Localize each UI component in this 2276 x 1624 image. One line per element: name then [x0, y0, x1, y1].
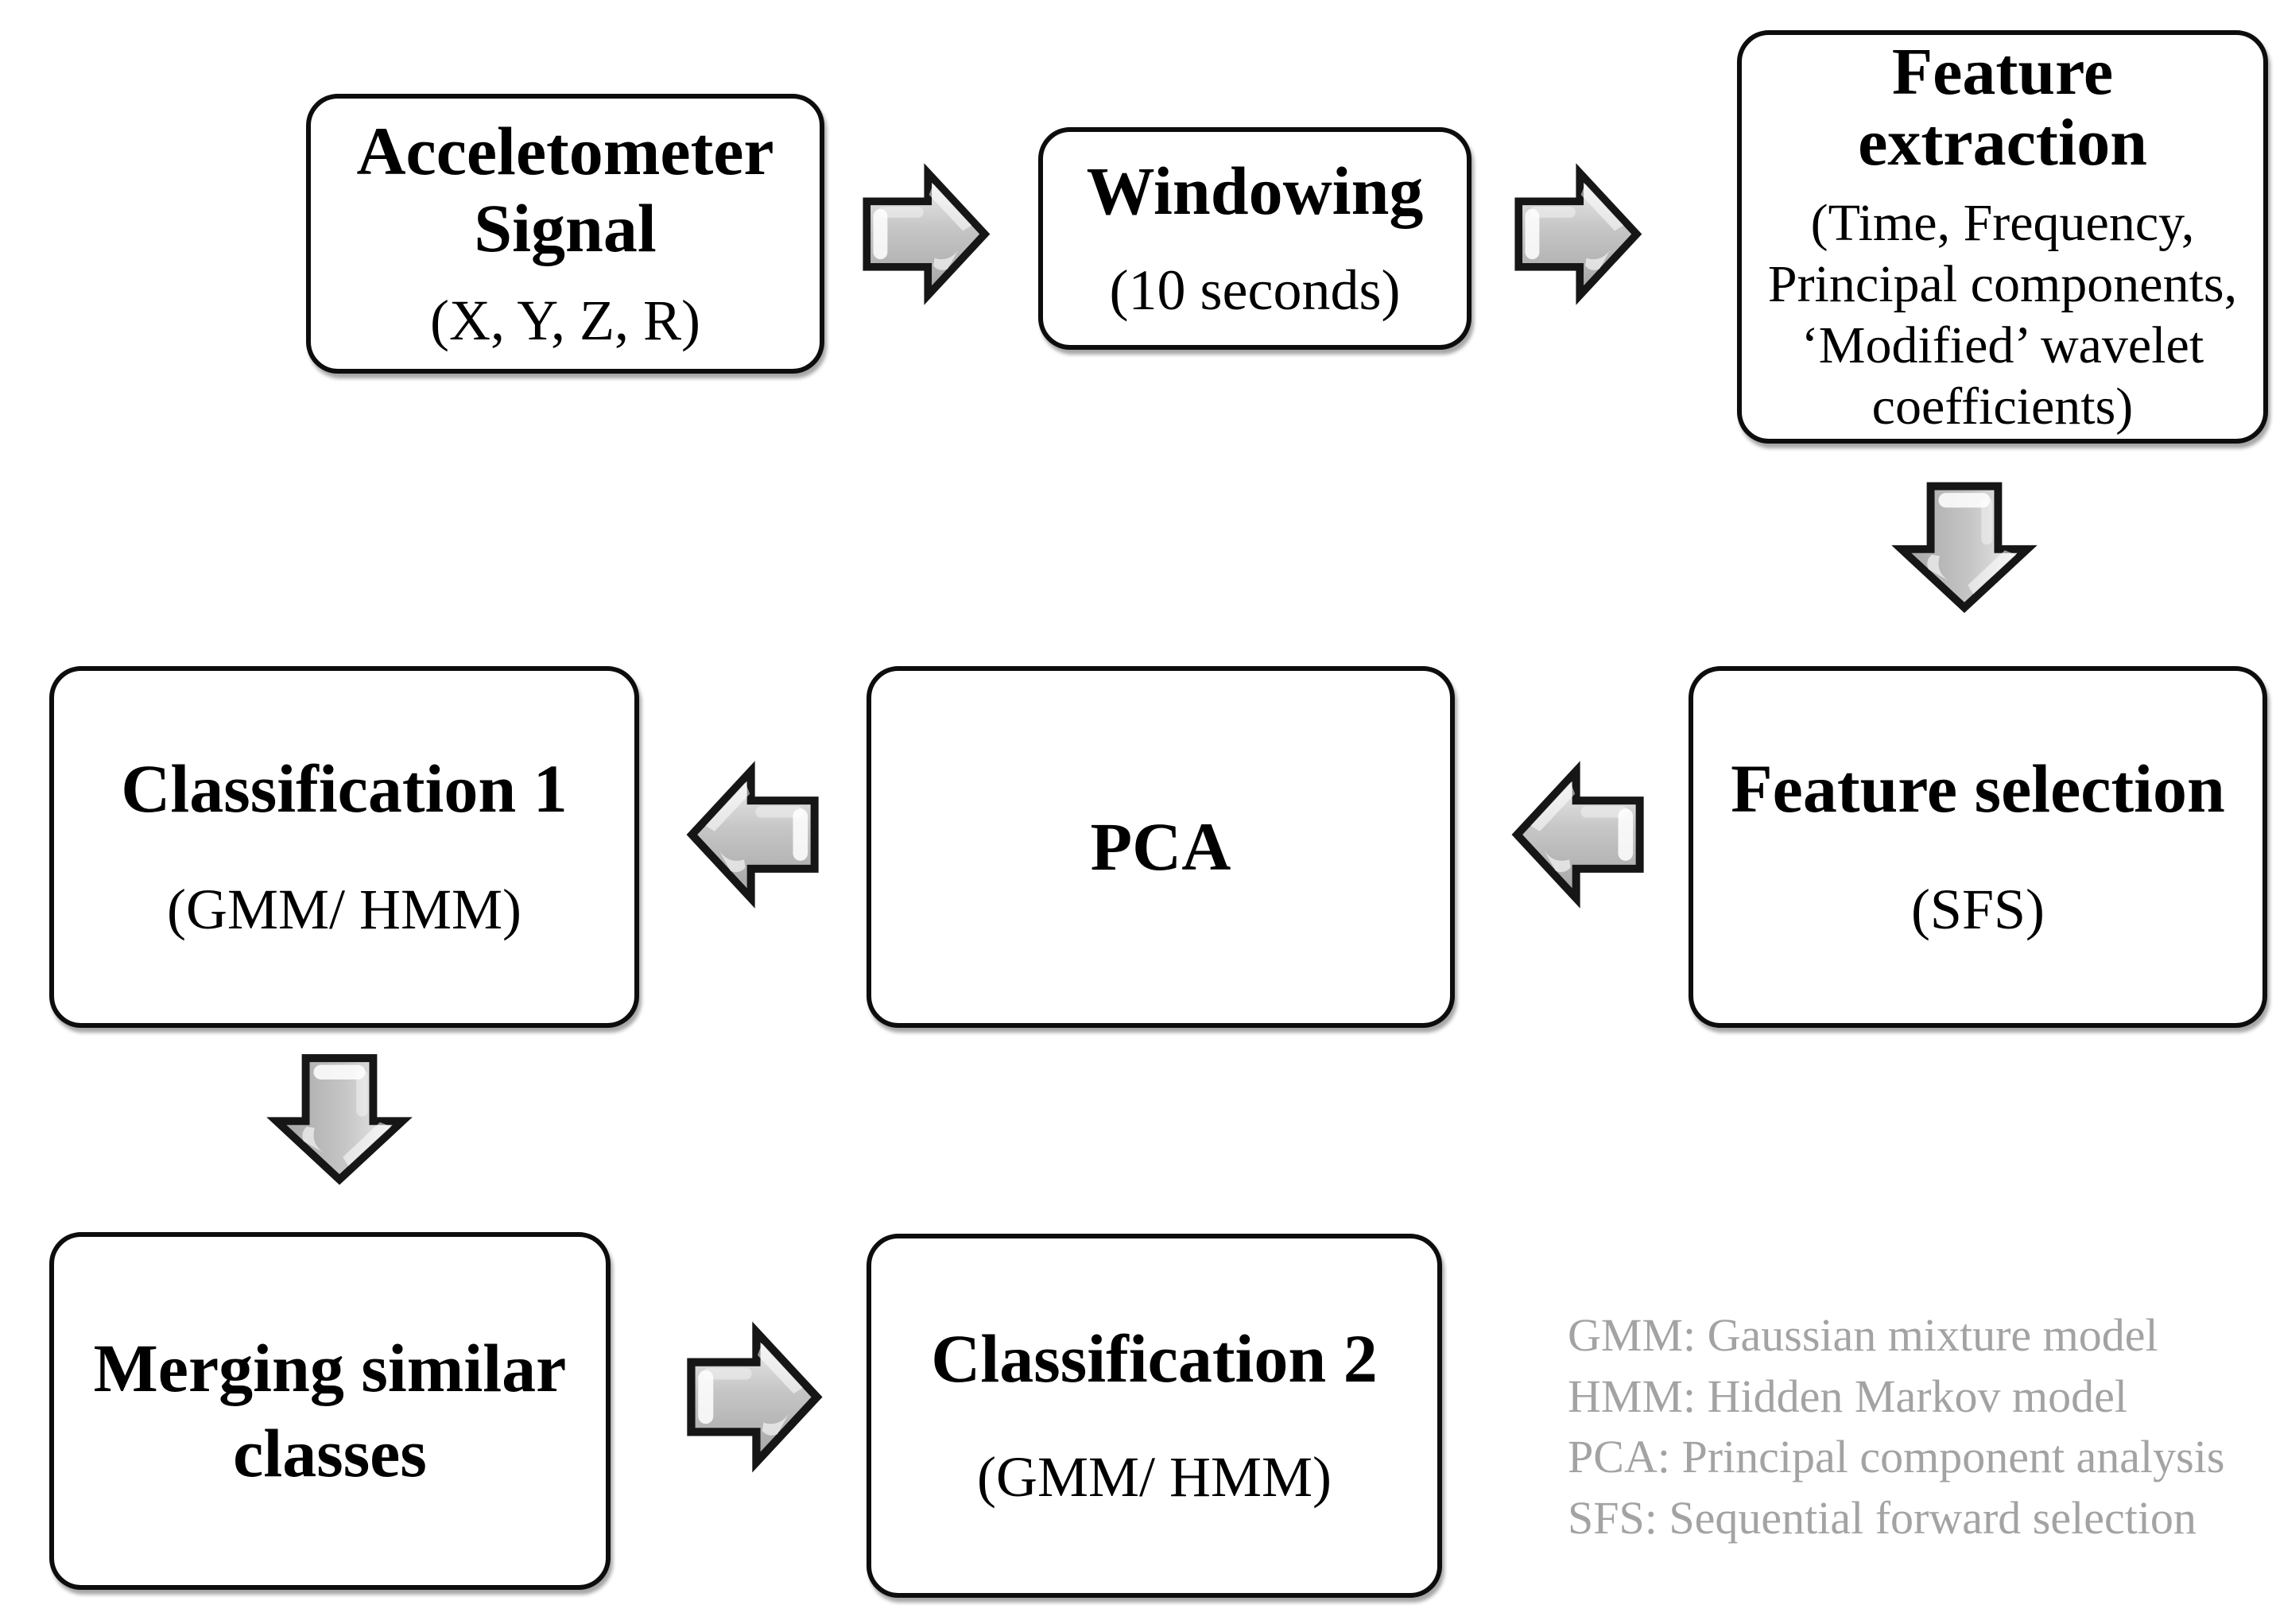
arrow-extraction-to-selection-icon — [1886, 475, 2043, 618]
node-title: Feature selection — [1731, 750, 2225, 827]
node-windowing: Windowing (10 seconds) — [1038, 127, 1471, 350]
node-title: Merging similar classes — [93, 1329, 567, 1492]
node-title: Feature extraction — [1858, 34, 2147, 180]
node-subtitle: (X, Y, Z, R) — [430, 288, 700, 352]
node-title: Acceletometer Signal — [356, 113, 774, 266]
arrow-classification1-to-merging-icon — [261, 1049, 418, 1188]
node-subtitle: (GMM/ HMM) — [976, 1444, 1332, 1509]
legend-line-hmm: HMM: Hidden Markov model — [1568, 1370, 2127, 1422]
node-classification-2: Classification 2 (GMM/ HMM) — [867, 1234, 1442, 1598]
node-title: Classification 2 — [931, 1320, 1378, 1397]
node-feature-selection: Feature selection (SFS) — [1689, 666, 2267, 1028]
legend: GMM: Gaussian mixture model HMM: Hidden … — [1568, 1305, 2276, 1548]
node-feature-extraction: Feature extraction (Time, Frequency, Pri… — [1737, 30, 2268, 444]
node-title: Classification 1 — [121, 750, 568, 827]
arrow-pca-to-classification1-icon — [684, 755, 823, 914]
node-subtitle: (SFS) — [1910, 878, 2045, 942]
arrow-signal-to-windowing-icon — [860, 153, 991, 316]
node-subtitle: (GMM/ HMM) — [166, 878, 522, 942]
legend-line-gmm: GMM: Gaussian mixture model — [1568, 1309, 2158, 1361]
arrow-selection-to-pca-icon — [1509, 755, 1648, 914]
node-classification-1: Classification 1 (GMM/ HMM) — [49, 666, 639, 1028]
node-title: Windowing — [1086, 153, 1424, 230]
legend-line-sfs: SFS: Sequential forward selection — [1568, 1491, 2197, 1544]
node-subtitle: (Time, Frequency, Principal components, … — [1767, 193, 2238, 436]
legend-line-pca: PCA: Principal component analysis — [1568, 1431, 2225, 1483]
arrow-merging-to-classification2-icon — [680, 1316, 828, 1479]
node-accelerometer-signal: Acceletometer Signal (X, Y, Z, R) — [306, 94, 824, 374]
arrow-windowing-to-extraction-icon — [1512, 153, 1643, 316]
node-title: PCA — [1090, 808, 1231, 886]
node-merging-similar-classes: Merging similar classes — [49, 1232, 611, 1590]
node-pca: PCA — [867, 666, 1455, 1028]
node-subtitle: (10 seconds) — [1109, 258, 1401, 322]
